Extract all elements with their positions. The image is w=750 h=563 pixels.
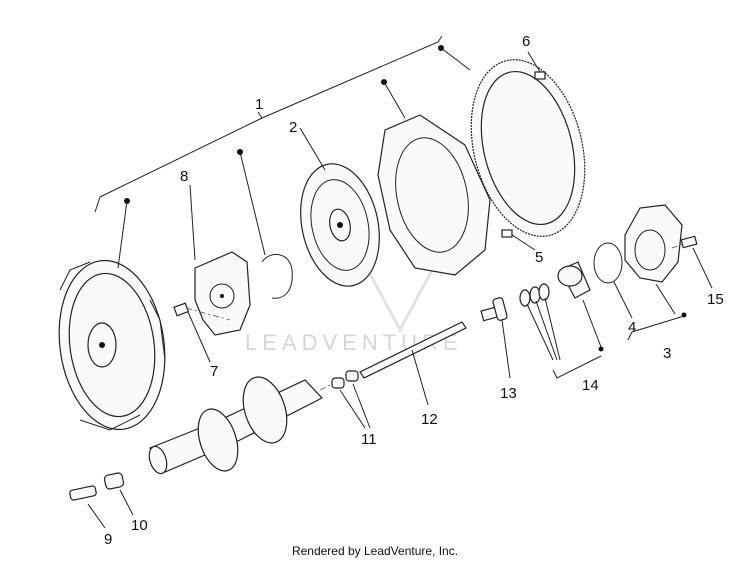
snap-ring [237, 149, 293, 299]
bolt-7 [173, 302, 231, 363]
housing-3 [624, 204, 687, 341]
callout-10: 10 [131, 517, 148, 534]
callout-7: 7 [210, 363, 218, 380]
callout-labels: 1 2 3 4 5 6 7 8 9 10 11 12 13 14 15 [104, 33, 724, 548]
callout-3: 3 [663, 345, 671, 362]
callout-13: 13 [500, 385, 517, 402]
part-8-plate [189, 184, 251, 336]
callout-15: 15 [707, 291, 724, 308]
pressure-plate [58, 198, 166, 431]
bolts-5-6 [501, 51, 546, 251]
bushings-11 [331, 370, 371, 429]
flywheel-ring [438, 45, 586, 237]
clutch-disc [299, 127, 380, 287]
bolt-15 [671, 235, 713, 289]
footer-credit: Rendered by LeadVenture, Inc. [292, 544, 458, 558]
callout-6: 6 [522, 33, 530, 50]
clutch-cover [377, 79, 491, 276]
rod-12 [359, 321, 467, 406]
bushing-10 [103, 472, 134, 516]
callout-5: 5 [535, 249, 543, 266]
callout-1: 1 [255, 96, 263, 113]
group-14 [519, 261, 604, 379]
callout-12: 12 [421, 411, 438, 428]
callout-8: 8 [180, 168, 188, 185]
pin-9 [69, 485, 106, 529]
input-shaft [148, 376, 346, 475]
part-13-stem [480, 297, 511, 379]
bracket-1 [94, 35, 443, 213]
callout-4: 4 [628, 319, 636, 336]
callout-14: 14 [582, 377, 599, 394]
callout-2: 2 [289, 119, 297, 136]
callout-9: 9 [104, 531, 112, 548]
o-ring-4 [593, 242, 633, 319]
callout-11: 11 [361, 431, 377, 448]
